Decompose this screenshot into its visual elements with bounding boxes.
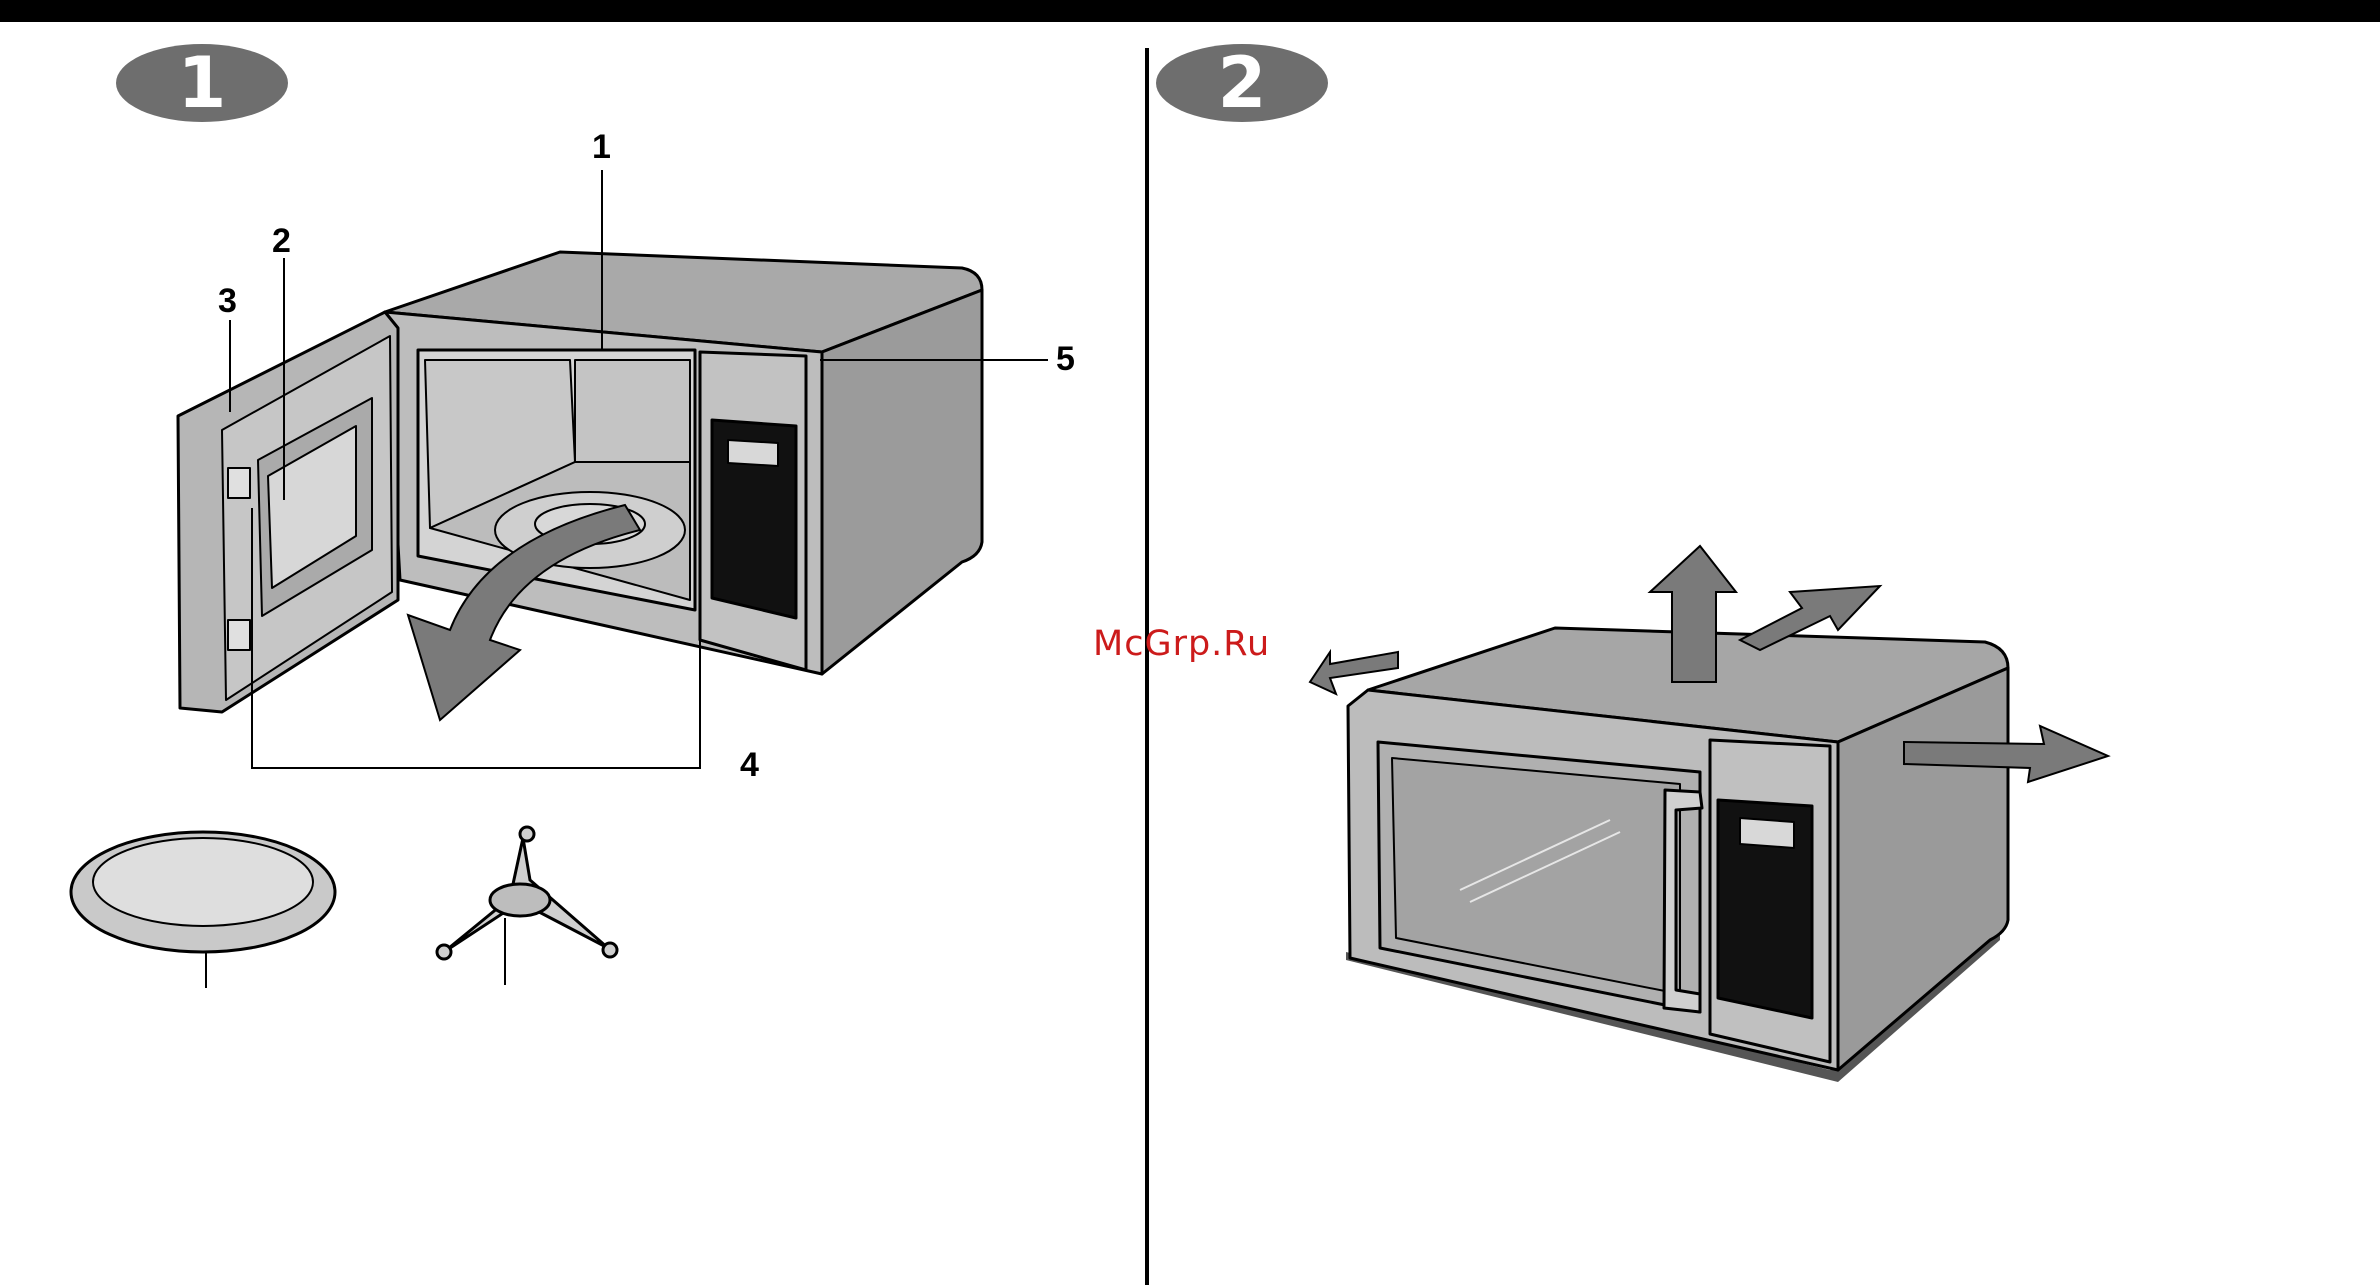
open-microwave-illustration [178, 252, 982, 712]
callout-4: 4 [740, 746, 759, 785]
closed-microwave-illustration [1346, 628, 2008, 1082]
watermark-text: McGrp.Ru [1093, 624, 1270, 664]
roller-support-ring [437, 827, 617, 985]
callout-1: 1 [592, 128, 611, 167]
callout-5: 5 [1056, 340, 1075, 379]
glass-turntable-tray [71, 832, 335, 988]
callout-2: 2 [272, 222, 291, 261]
callout-3: 3 [218, 282, 237, 321]
